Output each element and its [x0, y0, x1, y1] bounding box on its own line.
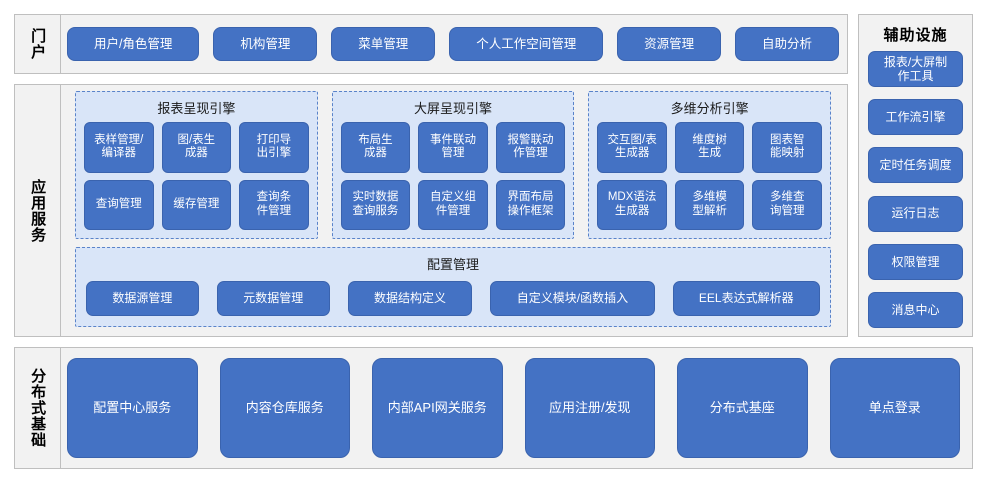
aux-item-workflow-engine[interactable]: 工作流引擎 — [868, 99, 963, 136]
engine-large-screen-rendering-items: 布局生 成器 事件联动 管理 报警联动 作管理 实时数据 查询服务 自定义组 件… — [340, 122, 566, 230]
item-query-management[interactable]: 查询管理 — [84, 179, 154, 230]
aux-item-report-screen-tool[interactable]: 报表/大屏制 作工具 — [868, 51, 963, 87]
auxiliary-items: 报表/大屏制 作工具 工作流引擎 定时任务调度 运行日志 权限管理 消息中心 — [868, 51, 963, 328]
engine-row: 报表呈现引擎 表样管理/ 编译器 图/表生 成器 打印导 出引擎 查询管理 缓存… — [75, 91, 832, 239]
engine-report-rendering: 报表呈现引擎 表样管理/ 编译器 图/表生 成器 打印导 出引擎 查询管理 缓存… — [75, 91, 318, 239]
aux-item-message-center[interactable]: 消息中心 — [868, 291, 963, 328]
item-chart-table-generator[interactable]: 图/表生 成器 — [161, 122, 232, 173]
portal-item-user-role[interactable]: 用户/角色管理 — [67, 27, 200, 61]
application-services-content: 报表呈现引擎 表样管理/ 编译器 图/表生 成器 打印导 出引擎 查询管理 缓存… — [67, 91, 839, 330]
dist-item-single-sign-on[interactable]: 单点登录 — [829, 358, 960, 458]
configuration-management-title: 配置管理 — [426, 257, 479, 272]
dist-item-config-center-service[interactable]: 配置中心服务 — [67, 358, 198, 458]
engine-report-rendering-title: 报表呈现引擎 — [157, 101, 236, 116]
aux-item-runtime-log[interactable]: 运行日志 — [868, 195, 963, 232]
item-custom-component-management[interactable]: 自定义组 件管理 — [418, 179, 488, 230]
item-print-export-engine[interactable]: 打印导 出引擎 — [239, 122, 309, 173]
item-cache-management[interactable]: 缓存管理 — [161, 179, 232, 230]
aux-item-permission-management[interactable]: 权限管理 — [868, 243, 963, 280]
distributed-foundation-items: 配置中心服务 内容仓库服务 内部API网关服务 应用注册/发现 分布式基座 单点… — [67, 358, 960, 458]
dist-item-content-repository-service[interactable]: 内容仓库服务 — [219, 358, 350, 458]
dist-item-distributed-base[interactable]: 分布式基座 — [677, 358, 808, 458]
distributed-foundation-section: 分布式基础 配置中心服务 内容仓库服务 内部API网关服务 应用注册/发现 分布… — [14, 347, 973, 469]
configuration-management-group: 配置管理 数据源管理 元数据管理 数据结构定义 自定义模块/函数插入 EEL表达… — [75, 247, 831, 327]
item-custom-module-function-insertion[interactable]: 自定义模块/函数插入 — [490, 281, 655, 316]
portal-item-resource[interactable]: 资源管理 — [617, 27, 722, 61]
configuration-management-items: 数据源管理 元数据管理 数据结构定义 自定义模块/函数插入 EEL表达式解析器 — [86, 279, 820, 318]
distributed-foundation-label-text: 分布式基础 — [29, 368, 47, 448]
item-multidimensional-model-parsing[interactable]: 多维模 型解析 — [674, 179, 745, 230]
item-metadata-management[interactable]: 元数据管理 — [216, 281, 330, 316]
item-alarm-linkage-action-management[interactable]: 报警联动 作管理 — [495, 122, 566, 173]
item-ui-layout-operation-framework[interactable]: 界面布局 操作框架 — [495, 179, 566, 230]
engine-multidimensional-analysis-items: 交互图/表 生成器 维度树 生成 图表智 能映射 MDX语法 生成器 多维模 型… — [597, 122, 822, 230]
auxiliary-section-title: 辅助设施 — [883, 27, 948, 44]
item-realtime-data-query-service[interactable]: 实时数据 查询服务 — [340, 179, 411, 230]
item-layout-generator[interactable]: 布局生 成器 — [340, 122, 411, 173]
engine-large-screen-rendering: 大屏呈现引擎 布局生 成器 事件联动 管理 报警联动 作管理 实时数据 查询服务… — [331, 91, 575, 239]
distributed-foundation-label: 分布式基础 — [15, 348, 61, 468]
item-interactive-chart-table-generator[interactable]: 交互图/表 生成器 — [597, 122, 667, 173]
engine-multidimensional-analysis-title: 多维分析引擎 — [670, 101, 749, 116]
engine-multidimensional-analysis: 多维分析引擎 交互图/表 生成器 维度树 生成 图表智 能映射 MDX语法 生成… — [588, 91, 832, 239]
application-services-section: 应用服务 报表呈现引擎 表样管理/ 编译器 图/表生 成器 打印导 出引擎 查询… — [14, 84, 848, 337]
dist-item-internal-api-gateway-service[interactable]: 内部API网关服务 — [372, 358, 503, 458]
portal-items: 用户/角色管理 机构管理 菜单管理 个人工作空间管理 资源管理 自助分析 — [67, 15, 839, 73]
item-datasource-management[interactable]: 数据源管理 — [86, 281, 199, 316]
application-services-label-text: 应用服务 — [29, 178, 47, 243]
aux-item-task-scheduler[interactable]: 定时任务调度 — [868, 147, 963, 184]
portal-label-text: 门户 — [29, 28, 47, 60]
engine-large-screen-rendering-title: 大屏呈现引擎 — [414, 101, 493, 116]
auxiliary-section: 辅助设施 报表/大屏制 作工具 工作流引擎 定时任务调度 运行日志 权限管理 消… — [858, 14, 973, 337]
engine-report-rendering-items: 表样管理/ 编译器 图/表生 成器 打印导 出引擎 查询管理 缓存管理 查询条 … — [84, 122, 309, 230]
portal-item-menu[interactable]: 菜单管理 — [331, 27, 436, 61]
portal-item-organization[interactable]: 机构管理 — [213, 27, 318, 61]
dist-item-app-registry-discovery[interactable]: 应用注册/发现 — [524, 358, 655, 458]
item-chart-smart-mapping[interactable]: 图表智 能映射 — [752, 122, 822, 173]
portal-item-self-service-analysis[interactable]: 自助分析 — [735, 27, 839, 61]
item-query-condition-management[interactable]: 查询条 件管理 — [239, 179, 309, 230]
portal-item-workspace[interactable]: 个人工作空间管理 — [449, 27, 604, 61]
item-multidimensional-query-management[interactable]: 多维查 询管理 — [752, 179, 822, 230]
item-dimension-tree-generation[interactable]: 维度树 生成 — [674, 122, 745, 173]
application-services-label: 应用服务 — [15, 85, 61, 336]
item-data-structure-definition[interactable]: 数据结构定义 — [347, 281, 473, 316]
portal-section: 门户 用户/角色管理 机构管理 菜单管理 个人工作空间管理 资源管理 自助分析 — [14, 14, 848, 74]
item-event-linkage-management[interactable]: 事件联动 管理 — [418, 122, 488, 173]
item-template-manager-compiler[interactable]: 表样管理/ 编译器 — [84, 122, 154, 173]
portal-section-label: 门户 — [15, 15, 61, 73]
item-eel-expression-parser[interactable]: EEL表达式解析器 — [672, 281, 820, 316]
item-mdx-syntax-generator[interactable]: MDX语法 生成器 — [597, 179, 667, 230]
